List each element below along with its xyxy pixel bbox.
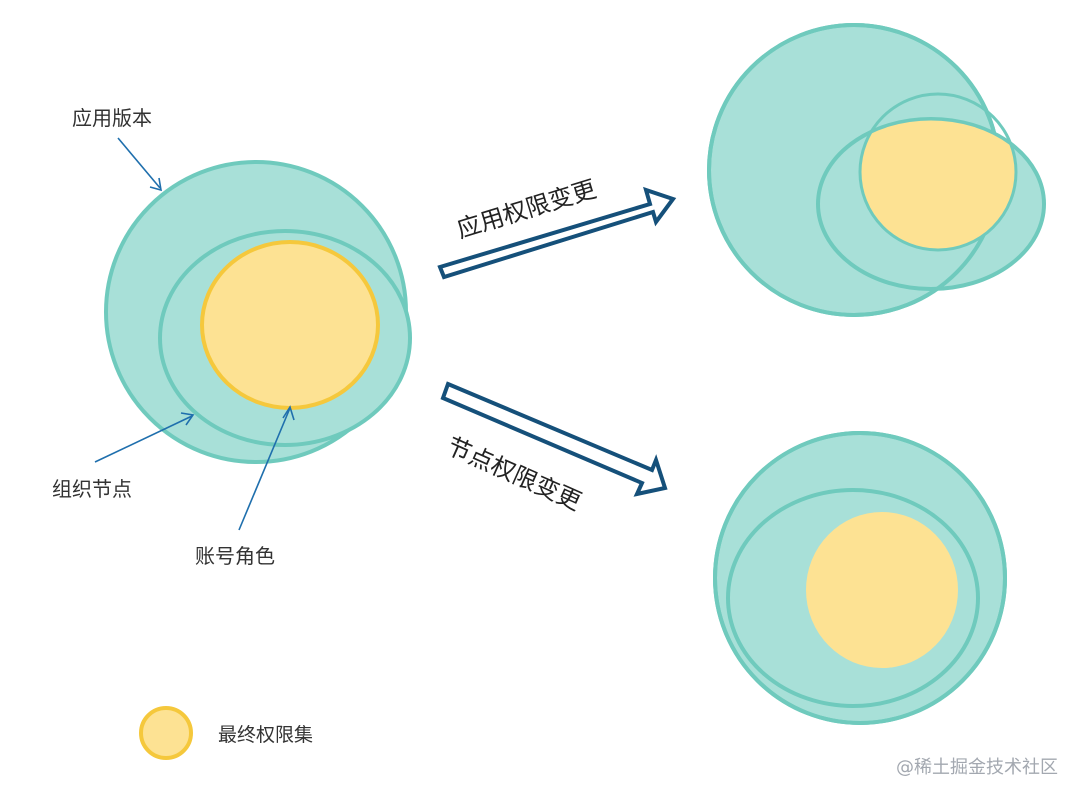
account-role-circle [200, 240, 380, 410]
org-node-pointer-head [180, 412, 195, 426]
result-account-role-circle [860, 119, 1016, 250]
org-node-pointer [94, 415, 193, 463]
node-change-arrow [440, 381, 668, 497]
app-change-arrow [437, 186, 677, 280]
legend-label: 最终权限集 [218, 724, 313, 746]
result2-outer-outline [713, 431, 1007, 725]
app-change-result-venn [707, 23, 1046, 317]
result-account-role-outline [858, 92, 1018, 252]
org-node-label: 组织节点 [52, 477, 132, 501]
app-version-pointer-head [149, 177, 162, 192]
app-version-pointer [117, 137, 161, 189]
result2-org-node-outline [726, 488, 980, 708]
label-pointers [94, 137, 295, 531]
initial-state-venn [104, 160, 412, 464]
legend: 最终权限集 [139, 706, 313, 760]
node-change-arrow-group: 节点权限变更 [440, 381, 668, 516]
app-change-arrow-group: 应用权限变更 [437, 175, 677, 280]
node-change-result-venn [713, 431, 1007, 725]
account-role-pointer [238, 407, 291, 531]
legend-swatch [139, 706, 193, 760]
account-role-pointer-head [282, 405, 295, 421]
watermark-text: @稀土掘金技术社区 [896, 757, 1058, 778]
app-version-label: 应用版本 [72, 106, 152, 130]
result-org-node-outline [816, 117, 1046, 291]
account-role-label: 账号角色 [195, 544, 275, 568]
result2-account-role-circle [806, 512, 958, 668]
